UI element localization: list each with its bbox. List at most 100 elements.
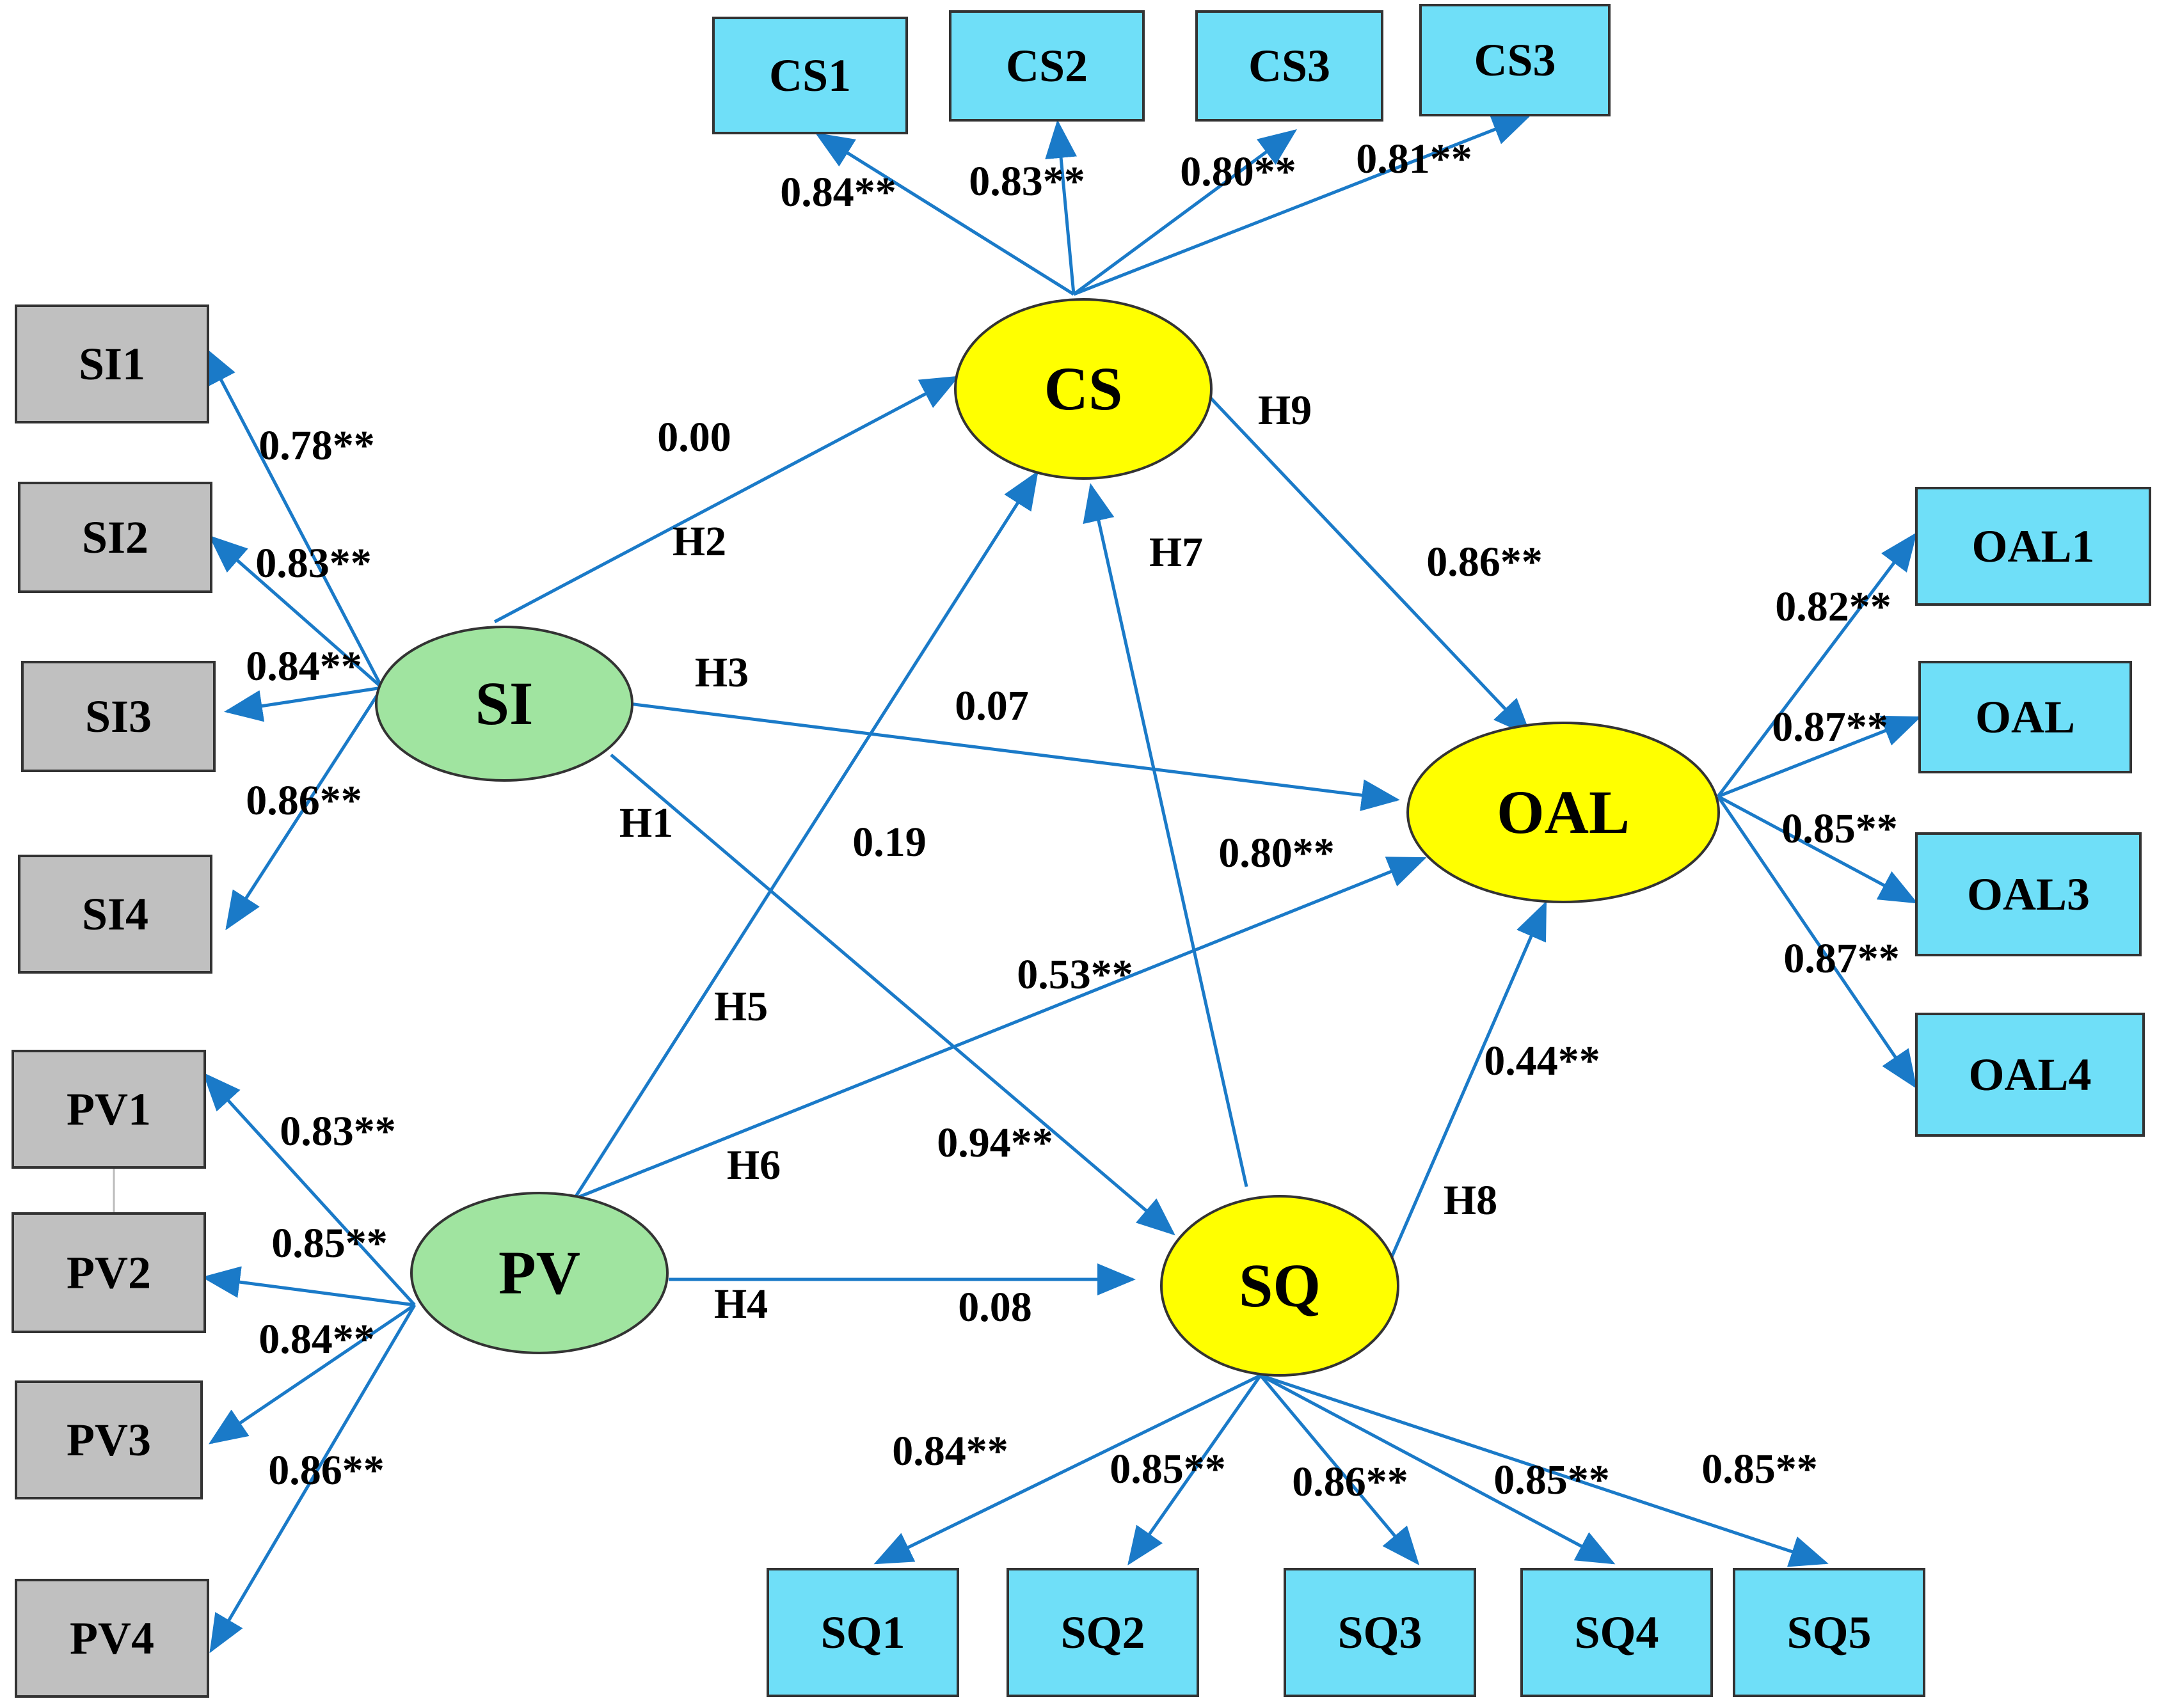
path-arrow-h5 bbox=[574, 470, 1039, 1198]
indicator-box bbox=[21, 661, 216, 772]
indicator-box bbox=[18, 855, 212, 974]
loading-value-oal4: 0.87** bbox=[1783, 935, 1900, 982]
path-arrow-h7 bbox=[1083, 483, 1248, 1187]
indicator-oal2: OAL bbox=[1918, 661, 2132, 773]
indicator-oal1: OAL1 bbox=[1915, 487, 2151, 606]
path-coefficient-h4: 0.08 bbox=[958, 1284, 1032, 1331]
indicator-label: PV2 bbox=[67, 1247, 151, 1299]
indicator-oal3: OAL3 bbox=[1915, 832, 2142, 956]
latent-si: SI bbox=[375, 626, 633, 782]
latent-ellipse bbox=[410, 1192, 669, 1354]
indicator-box bbox=[1195, 10, 1383, 122]
latent-pv: PV bbox=[410, 1192, 669, 1354]
path-arrow-h8 bbox=[1390, 901, 1547, 1258]
indicator-box bbox=[15, 1380, 203, 1499]
loading-arrow-pv3 bbox=[208, 1303, 416, 1444]
indicator-sq3: SQ3 bbox=[1284, 1568, 1476, 1697]
hypothesis-label-h3: H3 bbox=[695, 649, 749, 696]
path-arrow-h3 bbox=[628, 702, 1400, 811]
loading-value-sq3: 0.86** bbox=[1292, 1459, 1408, 1505]
loading-value-oal3: 0.85** bbox=[1781, 805, 1898, 852]
indicator-label: OAL bbox=[1975, 692, 2075, 743]
latent-ellipse bbox=[1406, 722, 1720, 903]
indicator-label: CS3 bbox=[1474, 35, 1556, 86]
path-arrow-h6 bbox=[575, 857, 1427, 1200]
hypothesis-label-h1: H1 bbox=[619, 800, 673, 846]
indicator-si4: SI4 bbox=[18, 855, 212, 974]
labels-layer: 0.84**0.83**0.80**0.81**0.78**0.83**0.84… bbox=[246, 136, 1900, 1505]
loading-arrow-cs1a bbox=[815, 132, 1075, 296]
loading-value-si1: 0.78** bbox=[259, 422, 375, 469]
loading-value-pv1: 0.83** bbox=[280, 1108, 396, 1155]
indicator-cs1a: CS1 bbox=[712, 17, 908, 134]
indicator-label: SQ3 bbox=[1337, 1607, 1422, 1658]
loading-arrow-sq5 bbox=[1260, 1373, 1829, 1567]
loading-arrow-oal3 bbox=[1717, 795, 1918, 904]
indicator-box bbox=[1007, 1568, 1199, 1697]
latent-label: SQ bbox=[1239, 1251, 1321, 1320]
loading-value-sq2: 0.85** bbox=[1110, 1446, 1226, 1492]
hypothesis-label-h5: H5 bbox=[714, 983, 768, 1030]
path-coefficient-h2: 0.00 bbox=[657, 414, 731, 461]
loading-value-pv2: 0.85** bbox=[271, 1220, 388, 1267]
indicator-box bbox=[15, 304, 209, 423]
path-coefficient-h9: 0.86** bbox=[1426, 539, 1543, 585]
path-arrow-h9 bbox=[1208, 395, 1532, 737]
latent-sq: SQ bbox=[1160, 1195, 1399, 1377]
indicator-box bbox=[1520, 1568, 1713, 1697]
latent-ellipse bbox=[375, 626, 633, 782]
loading-value-pv4: 0.86** bbox=[268, 1447, 385, 1494]
edges-layer bbox=[202, 114, 1922, 1654]
loading-value-cs3a: 0.80** bbox=[1180, 148, 1296, 195]
indicator-label: CS2 bbox=[1006, 40, 1088, 91]
indicator-label: PV3 bbox=[67, 1414, 151, 1466]
indicator-sq4: SQ4 bbox=[1520, 1568, 1713, 1697]
loading-arrow-cs3a bbox=[1072, 129, 1298, 296]
indicator-label: SI1 bbox=[79, 338, 145, 390]
loading-value-cs3b: 0.81** bbox=[1356, 136, 1472, 182]
path-coefficient-h6: 0.53** bbox=[1017, 951, 1133, 998]
loading-value-pv3: 0.84** bbox=[259, 1316, 375, 1363]
loading-value-si4: 0.86** bbox=[246, 777, 362, 824]
loading-arrow-sq4 bbox=[1259, 1373, 1616, 1565]
loading-value-sq4: 0.85** bbox=[1493, 1457, 1610, 1503]
indicator-label: CS3 bbox=[1248, 40, 1330, 91]
loading-arrow-sq1 bbox=[873, 1373, 1262, 1565]
hypothesis-label-h4: H4 bbox=[714, 1281, 768, 1327]
indicator-box bbox=[712, 17, 908, 134]
indicator-label: SQ1 bbox=[820, 1607, 905, 1658]
path-coefficient-h8: 0.44** bbox=[1484, 1038, 1600, 1084]
loading-arrow-cs2a bbox=[1045, 120, 1078, 295]
indicator-box bbox=[1915, 832, 2142, 956]
loading-arrow-pv4 bbox=[209, 1304, 417, 1654]
hypothesis-label-h9: H9 bbox=[1258, 387, 1312, 434]
path-arrow-h2 bbox=[493, 376, 960, 624]
loading-value-si2: 0.83** bbox=[255, 540, 372, 587]
loading-arrow-oal2 bbox=[1717, 715, 1922, 798]
loading-arrow-pv2 bbox=[202, 1266, 415, 1307]
loading-value-oal1: 0.82** bbox=[1775, 583, 1891, 630]
indicator-sq1: SQ1 bbox=[767, 1568, 959, 1697]
indicator-pv3: PV3 bbox=[15, 1380, 203, 1499]
indicator-box bbox=[18, 482, 212, 593]
latent-cs: CS bbox=[954, 298, 1213, 480]
latent-ellipse bbox=[1160, 1195, 1399, 1377]
indicator-box bbox=[1733, 1568, 1925, 1697]
loading-arrow-sq3 bbox=[1259, 1374, 1420, 1565]
indicator-cs3b: CS3 bbox=[1419, 4, 1611, 116]
indicator-sq2: SQ2 bbox=[1007, 1568, 1199, 1697]
indicator-label: SI4 bbox=[82, 889, 148, 940]
indicator-pv1: PV1 bbox=[12, 1050, 206, 1169]
indicator-cs2a: CS2 bbox=[949, 10, 1145, 122]
loading-arrow-oal1 bbox=[1717, 532, 1918, 798]
indicator-si3: SI3 bbox=[21, 661, 216, 772]
loading-arrow-sq2 bbox=[1127, 1374, 1262, 1566]
loading-value-sq5: 0.85** bbox=[1701, 1446, 1818, 1492]
indicator-sq5: SQ5 bbox=[1733, 1568, 1925, 1697]
path-arrow-h1 bbox=[610, 754, 1175, 1236]
hypothesis-label-h6: H6 bbox=[727, 1142, 781, 1189]
indicator-box bbox=[12, 1212, 206, 1333]
indicator-box bbox=[12, 1050, 206, 1169]
